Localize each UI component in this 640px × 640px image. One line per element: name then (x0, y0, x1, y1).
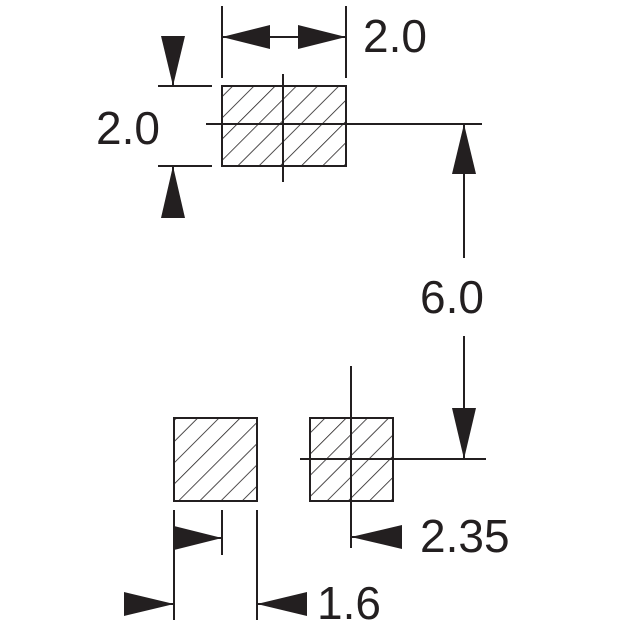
arrow-icon (257, 592, 307, 616)
pad-width-dimension: 2.0 (221, 6, 427, 78)
arrow-icon (452, 408, 476, 459)
arrow-icon (161, 166, 185, 218)
centerlines (206, 74, 486, 548)
vertical-spacing-dimension: 6.0 (420, 124, 484, 459)
bottom-left-pad (173, 417, 258, 502)
arrow-icon (351, 525, 402, 549)
arrow-icon (222, 25, 270, 49)
pad-gap-label: 1.6 (317, 577, 381, 629)
horizontal-offset-label: 2.35 (420, 510, 510, 562)
pad-width-label: 2.0 (363, 10, 427, 62)
pad-height-dimension: 2.0 (96, 36, 212, 218)
vertical-spacing-label: 6.0 (420, 271, 484, 323)
horizontal-offset-dimension: 2.35 (351, 510, 510, 562)
arrow-icon (452, 124, 476, 174)
arrow-icon (161, 36, 185, 86)
pad-height-label: 2.0 (96, 102, 160, 154)
arrow-icon (174, 526, 222, 550)
pad-gap-dimension: 1.6 (124, 510, 381, 629)
arrow-icon (124, 592, 174, 616)
arrow-icon (298, 25, 346, 49)
